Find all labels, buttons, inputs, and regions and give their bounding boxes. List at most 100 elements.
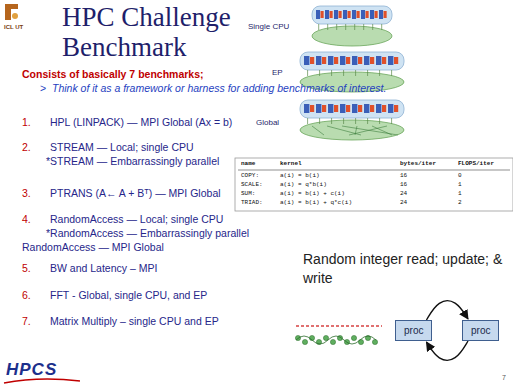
diagram-label: EP xyxy=(272,68,283,77)
table-frame xyxy=(235,158,513,211)
drawing-stroke xyxy=(358,339,363,344)
item-number: 1. xyxy=(22,116,31,128)
drawing-stroke xyxy=(345,24,346,30)
drawing-stroke xyxy=(354,24,355,30)
item-text: BW and Latency – MPI xyxy=(50,262,157,274)
table-header: bytes/iter xyxy=(400,161,436,168)
drawing-stroke xyxy=(342,126,398,135)
table-cell: 24 xyxy=(400,191,407,198)
box-label: proc xyxy=(404,325,423,336)
table-header: kernel xyxy=(280,161,302,168)
drawing-stroke xyxy=(355,70,356,76)
item-number: 6. xyxy=(22,289,31,301)
drawing-stroke xyxy=(388,104,393,113)
drawing-stroke xyxy=(376,56,381,65)
drawing-stroke xyxy=(352,56,357,65)
drawing-stroke xyxy=(321,11,324,18)
drawing-stroke xyxy=(319,70,320,76)
drawing-stroke xyxy=(348,11,351,18)
box-label: proc xyxy=(471,325,490,336)
drawing-stroke xyxy=(367,118,368,124)
drawing-stroke xyxy=(330,11,333,18)
table-rule xyxy=(238,170,510,171)
item-number: 2. xyxy=(22,141,31,153)
item-text: PTRANS (A← A + Bᵀ) — MPI Global xyxy=(50,187,221,199)
table-cell: a(i) = q*b(i) xyxy=(280,182,327,189)
drawing-stroke xyxy=(391,118,392,124)
drawing-stroke xyxy=(391,70,392,76)
drawing-stroke xyxy=(300,120,404,140)
drawing-stroke xyxy=(331,70,332,76)
drawing-stroke xyxy=(322,105,326,112)
cycle-arrow xyxy=(426,301,468,320)
drawing-stroke xyxy=(346,57,350,64)
drawing-stroke xyxy=(364,104,369,113)
drawing-stroke xyxy=(367,70,368,76)
item-text: FFT - Global, single CPU, and EP xyxy=(50,289,207,301)
page-number: 7 xyxy=(502,374,506,382)
drawing-stroke xyxy=(322,57,326,64)
drawing-stroke xyxy=(394,105,398,112)
drawing-stroke xyxy=(300,52,404,70)
drawing-stroke xyxy=(327,24,328,30)
drawing-stroke xyxy=(316,104,321,113)
drawing-stroke xyxy=(379,118,380,124)
drawing-stroke xyxy=(357,11,360,18)
table-cell: 1 xyxy=(458,182,462,189)
drawing-stroke xyxy=(310,57,314,64)
hpcs-logo: HPCS xyxy=(6,360,57,380)
item-number: 7. xyxy=(22,315,31,327)
drawing-stroke xyxy=(358,57,362,64)
table-cell: 16 xyxy=(400,173,407,180)
table-header: name xyxy=(241,161,255,168)
logo-shape xyxy=(5,4,18,20)
drawing-stroke xyxy=(361,10,365,19)
drawing-stroke xyxy=(370,10,374,19)
table-cell: a(i) = b(i) + q*c(i) xyxy=(280,200,352,207)
drawing-stroke xyxy=(328,56,333,65)
drawing-stroke xyxy=(310,105,314,112)
drawing-stroke xyxy=(376,104,381,113)
drawing-stroke xyxy=(349,126,387,135)
drawing-stroke xyxy=(388,56,393,65)
drawing-stroke xyxy=(316,56,321,65)
drawing-stroke xyxy=(394,57,398,64)
drawing-stroke xyxy=(296,325,382,327)
drawing-stroke xyxy=(336,24,337,30)
drawing-stroke xyxy=(384,11,387,18)
drawing-stroke xyxy=(304,56,309,65)
item-text: Matrix Multiply – single CPU and EP xyxy=(50,315,219,327)
table-cell: SCALE: xyxy=(241,182,263,189)
drawing-stroke xyxy=(334,10,338,19)
drawing-stroke xyxy=(343,10,347,19)
drawing-stroke xyxy=(379,70,380,76)
drawing-stroke xyxy=(375,11,378,18)
drawing-stroke xyxy=(352,10,356,19)
drawing-stroke xyxy=(312,6,392,24)
drawing-stroke xyxy=(382,57,386,64)
drawing-stroke xyxy=(334,57,338,64)
bullet-mark: > xyxy=(40,82,46,94)
table-cell: COPY: xyxy=(241,173,259,180)
drawing-stroke xyxy=(316,10,320,19)
strand-illustration xyxy=(295,326,382,345)
drawing-stroke xyxy=(302,339,307,344)
cpu-diagrams xyxy=(300,6,404,140)
logo-icon xyxy=(5,4,18,20)
table-cell: 0 xyxy=(458,173,462,180)
item-number: 4. xyxy=(22,213,31,225)
drawing-stroke xyxy=(340,104,345,113)
drawing-stroke xyxy=(312,26,392,46)
drawing-stroke xyxy=(343,118,344,124)
drawing-stroke xyxy=(366,11,369,18)
item-number: 5. xyxy=(22,262,31,274)
item-number: 3. xyxy=(22,187,31,199)
table-cell: 2 xyxy=(458,200,462,207)
table-cell: TRIAD: xyxy=(241,200,263,207)
drawing-stroke xyxy=(351,335,356,340)
drawing-stroke xyxy=(352,104,357,113)
drawing-stroke xyxy=(382,105,386,112)
drawing-stroke xyxy=(331,118,332,124)
drawing-stroke xyxy=(372,24,373,30)
diagram-label: Global xyxy=(256,118,279,127)
